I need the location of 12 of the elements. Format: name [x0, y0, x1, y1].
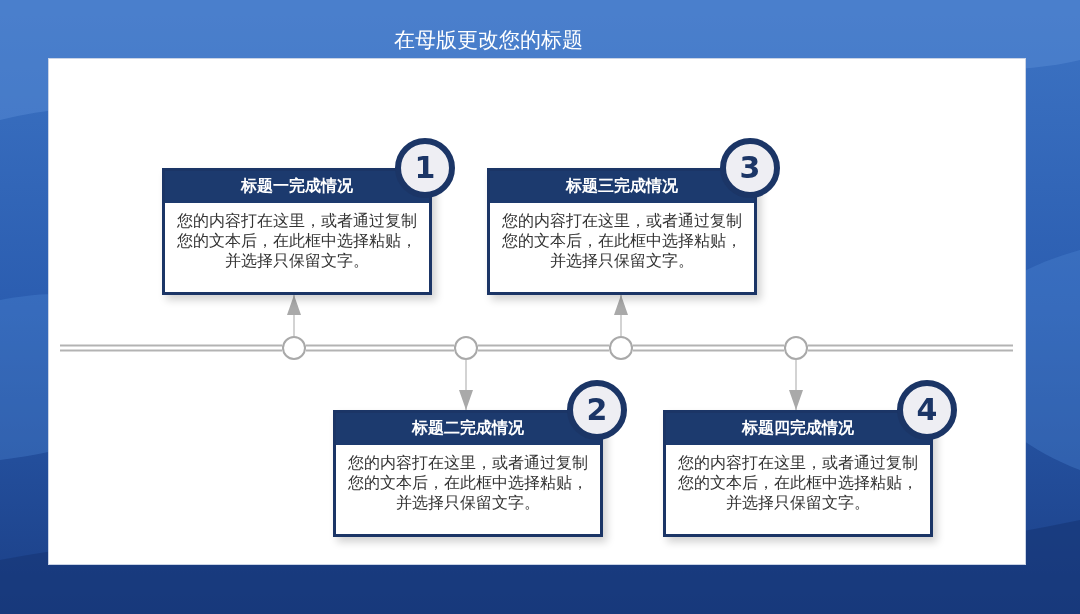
timeline-segment: [305, 344, 455, 352]
timeline-segment: [477, 344, 610, 352]
slide-title: 在母版更改您的标题: [392, 27, 584, 54]
card-body-text: 您的内容打在这里，或者通过复制您的文本后，在此框中选择粘贴，并选择只保留文字。: [347, 453, 589, 513]
timeline-segment: [632, 344, 785, 352]
pointer-arrow: [789, 359, 803, 411]
card-body-text: 您的内容打在这里，或者通过复制您的文本后，在此框中选择粘贴，并选择只保留文字。: [501, 211, 743, 271]
pointer-arrow: [614, 294, 628, 337]
pointer-arrow: [459, 359, 473, 411]
card-body-text: 您的内容打在这里，或者通过复制您的文本后，在此框中选择粘贴，并选择只保留文字。: [677, 453, 919, 513]
card-body-text: 您的内容打在这里，或者通过复制您的文本后，在此框中选择粘贴，并选择只保留文字。: [176, 211, 418, 271]
pointer-arrow: [287, 294, 301, 337]
